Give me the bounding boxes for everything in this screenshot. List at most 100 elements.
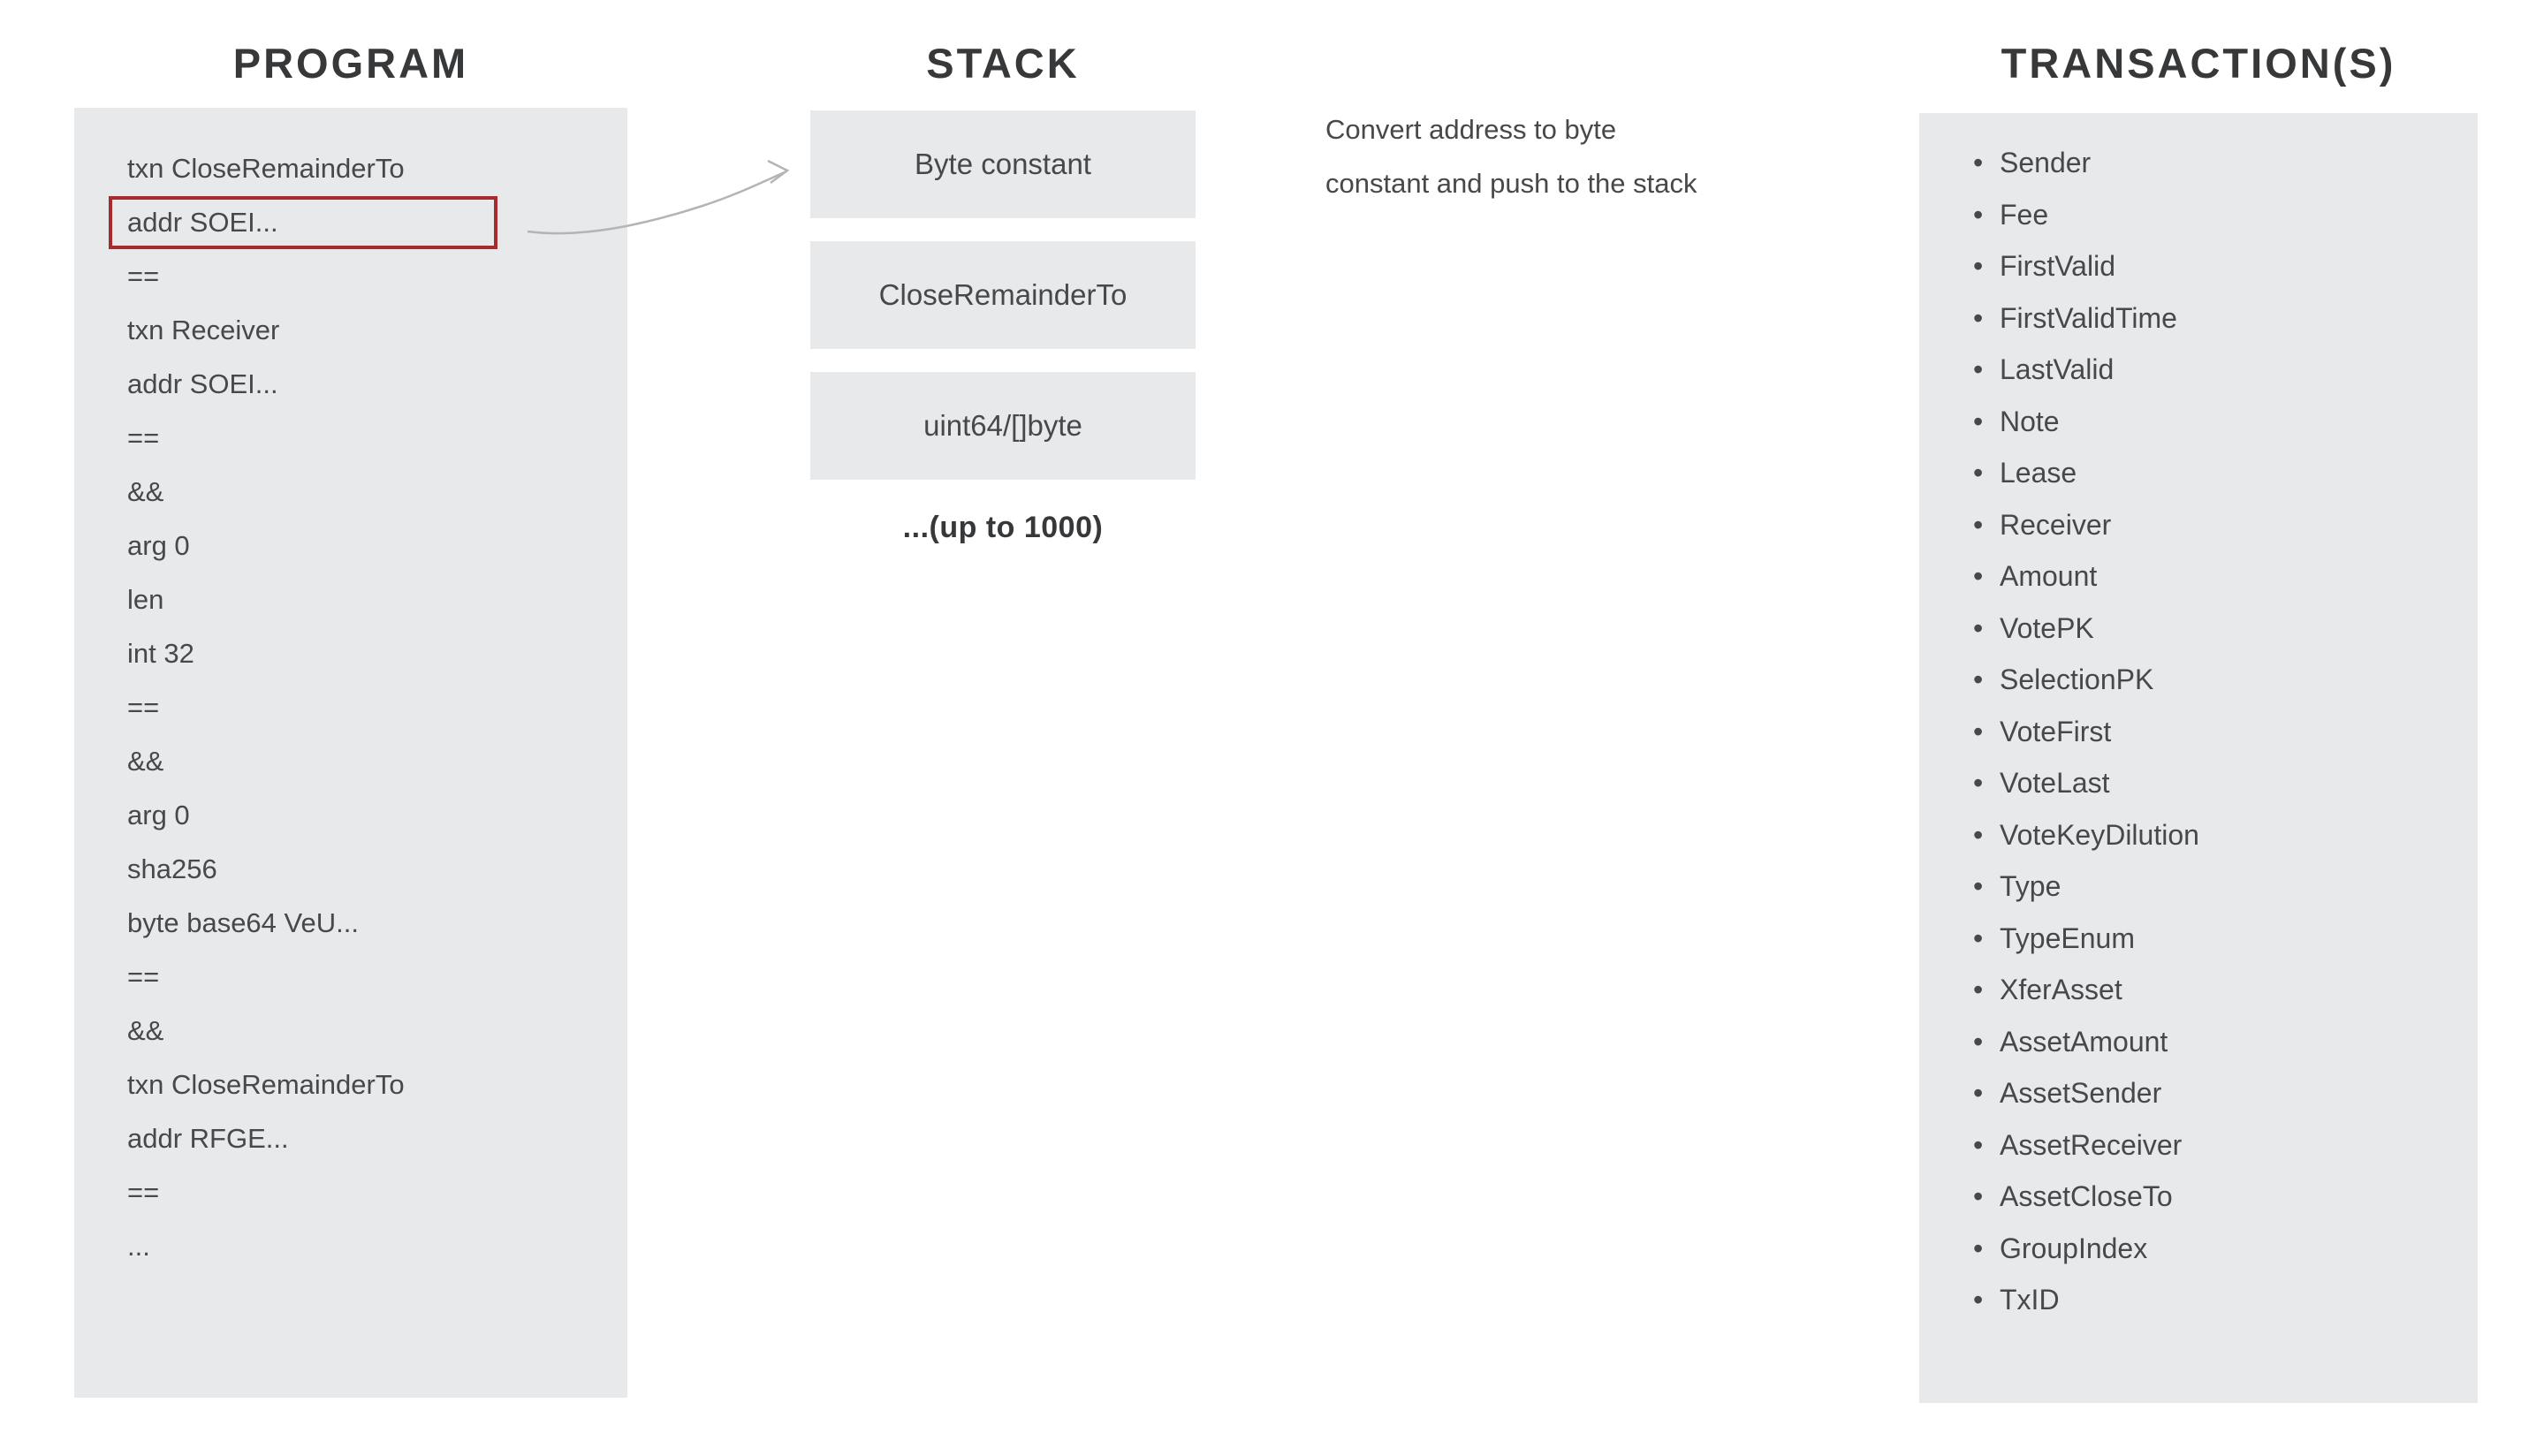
program-instruction: byte base64 VeU... [127, 907, 359, 938]
transaction-field: •TypeEnum [1973, 913, 2469, 965]
bullet-icon: • [1973, 405, 1984, 437]
transaction-field-label: VoteFirst [2000, 715, 2112, 747]
program-instruction: && [127, 1015, 164, 1046]
curved-arrow-to-stack-icon [527, 159, 790, 235]
transaction-field-label: Receiver [2000, 508, 2112, 541]
program-instruction: txn CloseRemainderTo [127, 153, 405, 184]
transaction-field: • GroupIndex [1973, 1223, 2469, 1275]
transaction-field-label: Note [2000, 405, 2060, 437]
transaction-field-label: VotePK [2000, 611, 2094, 644]
transaction-field: • Lease [1973, 447, 2469, 499]
transaction-field-label: XferAsset [2000, 974, 2122, 1005]
program-instruction: == [127, 422, 160, 453]
program-instruction: txn CloseRemainderTo [127, 1069, 405, 1100]
bullet-icon: • [1973, 1025, 1984, 1058]
bullet-icon: • [1973, 974, 1984, 1005]
stack-slot: uint64/[]byte [810, 372, 1196, 480]
bullet-icon: • [1973, 147, 1984, 178]
transaction-field-label: AssetReceiver [2000, 1128, 2183, 1161]
bullet-icon: • [1973, 353, 1984, 385]
bullet-icon: • [1973, 664, 1984, 695]
program-instruction: == [127, 1177, 160, 1208]
bullet-icon: • [1973, 198, 1984, 231]
bullet-icon: • [1973, 1232, 1984, 1264]
program-instruction: ... [127, 1231, 150, 1262]
program-instruction: addr RFGE... [127, 1123, 289, 1154]
transaction-field-label: Lease [2000, 457, 2077, 489]
transaction-field: • Receiver [1973, 499, 2469, 551]
highlighted-instruction-outline [109, 196, 497, 249]
program-instruction: addr SOEI... [127, 368, 278, 399]
transactions-box: • Sender • Fee • FirstValid • FirstValidTime •La… [1919, 113, 2478, 1403]
transactions-column-title: TRANSACTION(S) [2001, 40, 2396, 87]
stack-overflow-note: ...(up to 1000) [902, 511, 1104, 544]
transaction-field-label: VoteKeyDilution [2000, 818, 2199, 851]
bullet-icon: • [1973, 1128, 1984, 1161]
program-instruction: == [127, 692, 160, 723]
bullet-icon: • [1973, 301, 1984, 334]
transaction-field-label: TxID [2000, 1284, 2060, 1316]
annotation-text: Convert address to byte constant and pus… [1325, 102, 1820, 210]
bullet-icon: • [1973, 508, 1984, 541]
program-instruction: arg 0 [127, 800, 190, 830]
program-instruction: txn Receiver [127, 315, 280, 345]
bullet-icon: • [1973, 1284, 1984, 1316]
program-instruction: && [127, 476, 164, 507]
transaction-field-label: Sender [2000, 147, 2092, 178]
transaction-field: • Note [1973, 396, 2469, 448]
transaction-field-label: GroupIndex [2000, 1232, 2148, 1264]
bullet-icon: • [1973, 250, 1984, 282]
bullet-icon: • [1973, 560, 1984, 592]
bullet-icon: • [1973, 457, 1984, 489]
bullet-icon: • [1973, 1180, 1984, 1212]
transaction-field: • Amount [1973, 550, 2469, 603]
transaction-field: • VotePK [1973, 603, 2469, 655]
transaction-field: • FirstValidTime [1973, 292, 2469, 345]
program-instruction: sha256 [127, 853, 217, 884]
transaction-field-label: VoteLast [2000, 767, 2110, 799]
transaction-field-label: FirstValidTime [2000, 301, 2177, 334]
transaction-field-label: AssetAmount [2000, 1025, 2168, 1058]
program-column-title: PROGRAM [232, 40, 469, 87]
stack-slot: Byte constant [810, 110, 1196, 218]
annotation-line-2: constant and push to the stack [1325, 168, 1697, 199]
transaction-field: •Type [1973, 861, 2469, 913]
bullet-icon: • [1973, 870, 1984, 902]
transaction-field: • VoteFirst [1973, 706, 2469, 758]
bullet-icon: • [1973, 1077, 1984, 1109]
bullet-icon: • [1973, 611, 1984, 644]
program-code-list: txn CloseRemainderTo addr SOEI... == txn Re… [127, 141, 610, 1273]
transaction-field-label: TypeEnum [2000, 921, 2135, 954]
program-instruction: == [127, 261, 160, 292]
program-instruction: len [127, 584, 164, 615]
transaction-field-label: SelectionPK [2000, 664, 2154, 695]
bullet-icon: • [1973, 715, 1984, 747]
transaction-field-label: Amount [2000, 560, 2098, 592]
program-instruction: == [127, 961, 160, 992]
transaction-field-label: AssetCloseTo [2000, 1180, 2173, 1212]
transaction-field: •LastValid [1973, 344, 2469, 396]
transaction-field: •AssetSender [1973, 1067, 2469, 1119]
stack-column-title: STACK [926, 40, 1080, 87]
transaction-field: • FirstValid [1973, 240, 2469, 292]
transaction-field: • XferAsset [1973, 964, 2469, 1016]
transaction-field: • VoteKeyDilution [1973, 809, 2469, 861]
transaction-field-label: Fee [2000, 198, 2049, 231]
program-instruction: int 32 [127, 638, 194, 669]
bullet-icon: • [1973, 818, 1984, 851]
transaction-field: • AssetCloseTo [1973, 1171, 2469, 1223]
program-instruction: addr SOEI... [127, 207, 278, 238]
transaction-field: • AssetReceiver [1973, 1119, 2469, 1172]
bullet-icon: • [1973, 767, 1984, 799]
transaction-field: • VoteLast [1973, 757, 2469, 809]
transaction-field: • Sender [1973, 137, 2469, 189]
program-instruction: arg 0 [127, 530, 190, 561]
program-box: txn CloseRemainderTo addr SOEI... == txn Re… [74, 108, 627, 1398]
stack-slot: CloseRemainderTo [810, 241, 1196, 349]
transaction-field-label: FirstValid [2000, 250, 2115, 282]
program-instruction: && [127, 746, 164, 777]
transaction-field: • SelectionPK [1973, 654, 2469, 706]
transaction-field-list: • Sender • Fee • FirstValid • FirstValidTime •La… [1973, 137, 2469, 1326]
